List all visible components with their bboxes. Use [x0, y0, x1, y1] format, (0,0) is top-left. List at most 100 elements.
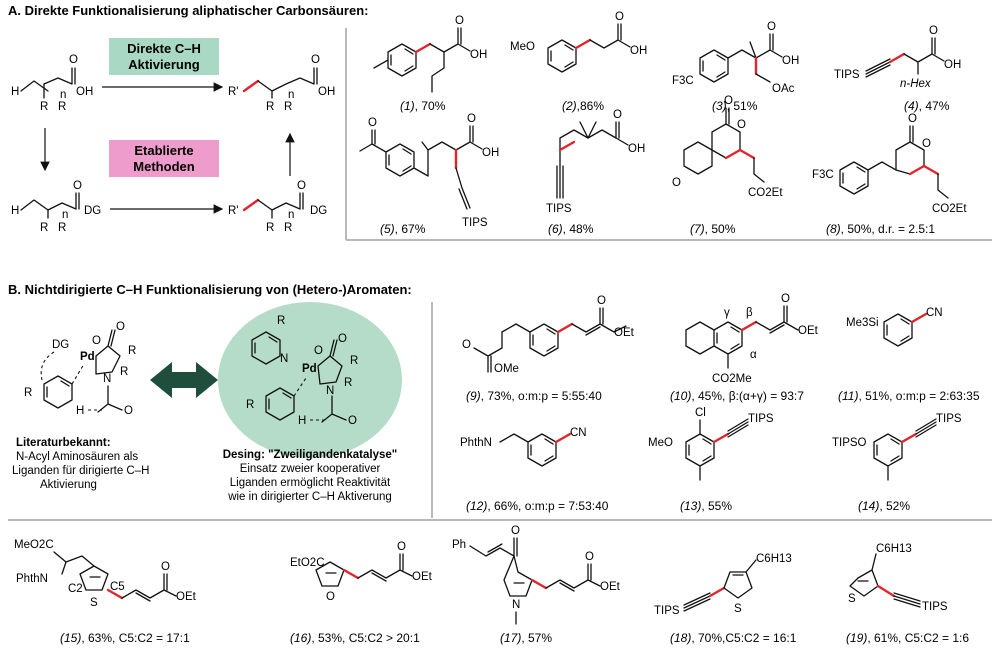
svg-text:R: R [350, 355, 358, 367]
svg-text:R: R [277, 315, 285, 327]
svg-text:OH: OH [782, 55, 799, 67]
svg-text:(1), 70%: (1), 70% [400, 99, 446, 113]
svg-text:Aktivierung: Aktivierung [128, 57, 200, 72]
svg-text:(15), 63%, C5:C2 = 17:1: (15), 63%, C5:C2 = 17:1 [60, 631, 190, 645]
svg-text:(14), 52%: (14), 52% [858, 499, 910, 513]
svg-text:CO2Et: CO2Et [932, 203, 967, 215]
svg-text:O: O [69, 54, 78, 66]
svg-text:(16), 53%, C5:C2 > 20:1: (16), 53%, C5:C2 > 20:1 [290, 631, 420, 645]
svg-text:(11), 51%, o:m:p = 2:63:35: (11), 51%, o:m:p = 2:63:35 [838, 389, 980, 403]
svg-text:Einsatz zweier kooperativer: Einsatz zweier kooperativer [240, 463, 381, 475]
svg-text:α: α [750, 349, 757, 361]
compound-17: Ph O N O OEt [452, 525, 621, 625]
svg-text:TIPS: TIPS [462, 217, 488, 229]
svg-text:O: O [613, 109, 622, 121]
svg-text:O: O [929, 25, 938, 37]
svg-text:C2: C2 [68, 583, 83, 595]
svg-text:n-Hex: n-Hex [900, 78, 932, 90]
svg-text:R: R [58, 101, 66, 113]
svg-text:O: O [455, 15, 464, 27]
captions-c: (15), 63%, C5:C2 = 17:1 (16), 53%, C5:C2… [60, 631, 969, 645]
svg-text:O: O [116, 321, 125, 333]
svg-text:OH: OH [628, 143, 645, 155]
svg-text:(8), 50%, d.r. = 2.5:1: (8), 50%, d.r. = 2.5:1 [826, 222, 935, 236]
svg-text:O: O [781, 293, 790, 305]
svg-text:O: O [92, 335, 101, 347]
svg-text:TIPS: TIPS [654, 605, 680, 617]
compound-8: F3C O O CO2Et [812, 113, 967, 215]
svg-text:MeO: MeO [510, 41, 535, 53]
svg-text:N: N [326, 385, 334, 397]
svg-text:OH: OH [630, 45, 647, 57]
svg-text:O: O [124, 405, 133, 417]
svg-text:(5), 67%: (5), 67% [380, 222, 426, 236]
dg-product: R' R R n O DG [228, 180, 327, 234]
compound-11: Me3Si CN [846, 307, 943, 347]
svg-text:(3), 51%: (3), 51% [712, 99, 758, 113]
svg-text:R: R [24, 387, 32, 399]
section-b-title: B. Nichtdirigierte C–H Funktionalisierun… [8, 282, 412, 297]
svg-text:S: S [734, 603, 742, 615]
svg-text:O: O [724, 95, 733, 107]
svg-text:DG: DG [84, 205, 101, 217]
captions-a: (1), 70% (2),86% (3), 51% (4), 47% (5), … [380, 99, 950, 236]
svg-text:Etablierte: Etablierte [134, 143, 193, 158]
svg-text:H: H [76, 405, 84, 417]
svg-text:R: R [120, 366, 128, 378]
svg-text:(13), 55%: (13), 55% [680, 499, 732, 513]
compound-18: TIPS S C6H13 [654, 553, 792, 617]
svg-text:O: O [368, 117, 377, 129]
svg-text:n: n [288, 209, 294, 221]
compound-12: PhthN CN [460, 427, 587, 467]
svg-text:R': R' [228, 205, 239, 217]
compound-6: O OH TIPS [546, 109, 645, 215]
svg-text:EtO2C: EtO2C [290, 557, 325, 569]
dividers [8, 28, 992, 521]
svg-text:Aktivierung: Aktivierung [40, 479, 97, 491]
svg-text:Liganden ermöglicht Reaktivitä: Liganden ermöglicht Reaktivität [230, 477, 391, 489]
compound-1: O OH [373, 15, 487, 93]
svg-text:TIPSO: TIPSO [832, 437, 867, 449]
svg-text:R: R [58, 222, 66, 234]
svg-text:S: S [90, 597, 98, 609]
svg-text:O: O [908, 113, 917, 125]
svg-text:OH: OH [482, 147, 499, 159]
svg-text:CN: CN [926, 307, 943, 319]
captions-b: (9), 73%, o:m:p = 5:55:40 (10), 45%, β:(… [466, 389, 980, 513]
svg-text:Desing: "Zweiligandenkatalyse": Desing: "Zweiligandenkatalyse" [223, 449, 398, 461]
svg-text:β: β [746, 307, 753, 319]
compound-2: MeO O OH [510, 11, 647, 73]
compound-9: O OMe O OEt [462, 295, 635, 375]
svg-text:Direkte C–H: Direkte C–H [127, 41, 201, 56]
svg-text:n: n [288, 89, 294, 101]
svg-text:Literaturbekannt:: Literaturbekannt: [16, 437, 111, 449]
svg-text:R': R' [228, 86, 239, 98]
svg-text:CO2Et: CO2Et [748, 187, 783, 199]
svg-text:C6H13: C6H13 [876, 543, 912, 555]
acid-start: H R R n O OH [11, 54, 93, 113]
compound-14: TIPSO TIPS [832, 413, 962, 481]
svg-text:O: O [767, 21, 776, 33]
svg-text:OEt: OEt [614, 327, 635, 339]
svg-text:O: O [922, 138, 931, 150]
svg-text:O: O [737, 119, 746, 131]
svg-text:(12), 66%, o:m:p = 7:53:40: (12), 66%, o:m:p = 7:53:40 [466, 499, 609, 513]
svg-text:O: O [511, 525, 520, 537]
svg-text:(9), 73%, o:m:p = 5:55:40: (9), 73%, o:m:p = 5:55:40 [466, 389, 602, 403]
svg-text:Liganden für dirigierte C–H: Liganden für dirigierte C–H [12, 465, 149, 477]
svg-text:(2),86%: (2),86% [562, 99, 604, 113]
svg-text:O: O [314, 345, 323, 357]
svg-text:Cl: Cl [695, 407, 706, 419]
svg-text:TIPS: TIPS [936, 413, 962, 425]
svg-text:n: n [62, 209, 68, 221]
svg-text:TIPS: TIPS [922, 601, 948, 613]
svg-text:R: R [40, 222, 48, 234]
svg-text:CO2Me: CO2Me [712, 373, 752, 385]
svg-text:O: O [672, 177, 681, 189]
section-a-title: A. Direkte Funktionalisierung aliphatisc… [8, 3, 368, 18]
svg-text:O: O [161, 561, 170, 573]
compound-19: C6H13 S TIPS [848, 543, 948, 613]
svg-text:R: R [128, 345, 136, 357]
svg-text:R: R [246, 399, 254, 411]
